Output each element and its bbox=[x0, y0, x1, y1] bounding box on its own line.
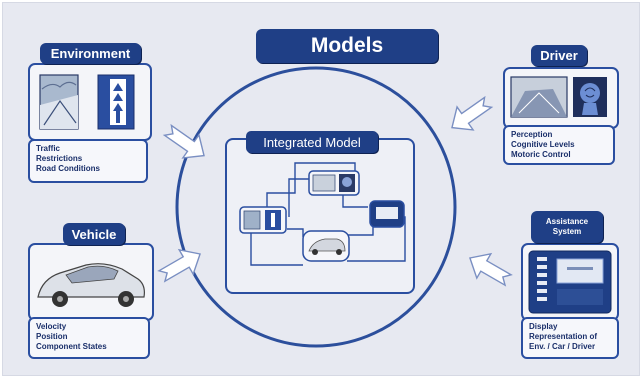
assistance-detail: Display bbox=[529, 322, 558, 331]
vehicle-panel bbox=[28, 243, 154, 321]
driver-detail: Motoric Control bbox=[511, 150, 571, 159]
diagram-canvas: Models Integrated Model bbox=[2, 2, 640, 376]
road-sign-icon bbox=[97, 74, 135, 130]
integration-circle bbox=[175, 66, 457, 348]
environment-label: Environment bbox=[50, 46, 131, 61]
driver-image bbox=[510, 76, 607, 118]
assistance-label-line2: System bbox=[552, 227, 582, 236]
driver-pill: Driver bbox=[531, 45, 587, 66]
vehicle-details: Velocity Position Component States bbox=[28, 317, 150, 359]
assistance-label-line1: Assistance bbox=[545, 217, 589, 226]
car-icon bbox=[37, 263, 145, 307]
driver-label: Driver bbox=[540, 48, 578, 63]
driver-detail: Perception bbox=[511, 130, 553, 139]
arrow-assistance-icon bbox=[469, 252, 513, 287]
environment-pill: Environment bbox=[40, 43, 141, 64]
assistance-detail: Representation of bbox=[529, 332, 598, 341]
vehicle-detail: Component States bbox=[36, 342, 107, 351]
assistance-pill: Assistance System bbox=[531, 211, 603, 243]
environment-detail: Traffic bbox=[36, 144, 61, 153]
title: Models bbox=[310, 34, 384, 57]
traffic-scene-icon bbox=[39, 74, 79, 130]
arrow-driver-icon bbox=[451, 95, 494, 131]
environment-panel bbox=[28, 63, 152, 141]
environment-detail: Road Conditions bbox=[36, 164, 100, 173]
connections-layer bbox=[157, 66, 513, 348]
display-unit-icon bbox=[528, 250, 612, 314]
title-pill: Models bbox=[256, 29, 438, 63]
vehicle-pill: Vehicle bbox=[63, 223, 125, 245]
assistance-panel bbox=[521, 243, 619, 321]
mini-driver-icon bbox=[308, 170, 360, 196]
environment-image bbox=[39, 74, 135, 130]
integrated-model-internals bbox=[239, 162, 406, 266]
driver-panel bbox=[503, 67, 619, 129]
brain-head-icon bbox=[573, 77, 607, 117]
integrated-model-pill: Integrated Model bbox=[246, 131, 378, 153]
vehicle-image bbox=[37, 263, 145, 307]
vehicle-detail: Velocity bbox=[36, 322, 67, 331]
vehicle-detail: Position bbox=[36, 332, 68, 341]
windshield-view-icon bbox=[510, 76, 568, 118]
arrow-environment-icon bbox=[162, 123, 205, 159]
assistance-details: Display Representation of Env. / Car / D… bbox=[521, 317, 619, 359]
mini-vehicle-icon bbox=[302, 230, 350, 262]
driver-detail: Cognitive Levels bbox=[511, 140, 575, 149]
arrow-vehicle-icon bbox=[157, 248, 201, 283]
mini-assistance-icon bbox=[369, 200, 405, 228]
vehicle-label: Vehicle bbox=[71, 226, 117, 242]
mini-environment-icon bbox=[239, 206, 287, 234]
environment-details: Traffic Restrictions Road Conditions bbox=[28, 139, 148, 183]
driver-details: Perception Cognitive Levels Motoric Cont… bbox=[503, 125, 615, 165]
integrated-model-label: Integrated Model bbox=[263, 134, 361, 150]
assistance-image bbox=[528, 250, 612, 314]
environment-detail: Restrictions bbox=[36, 154, 83, 163]
assistance-detail: Env. / Car / Driver bbox=[529, 342, 596, 351]
